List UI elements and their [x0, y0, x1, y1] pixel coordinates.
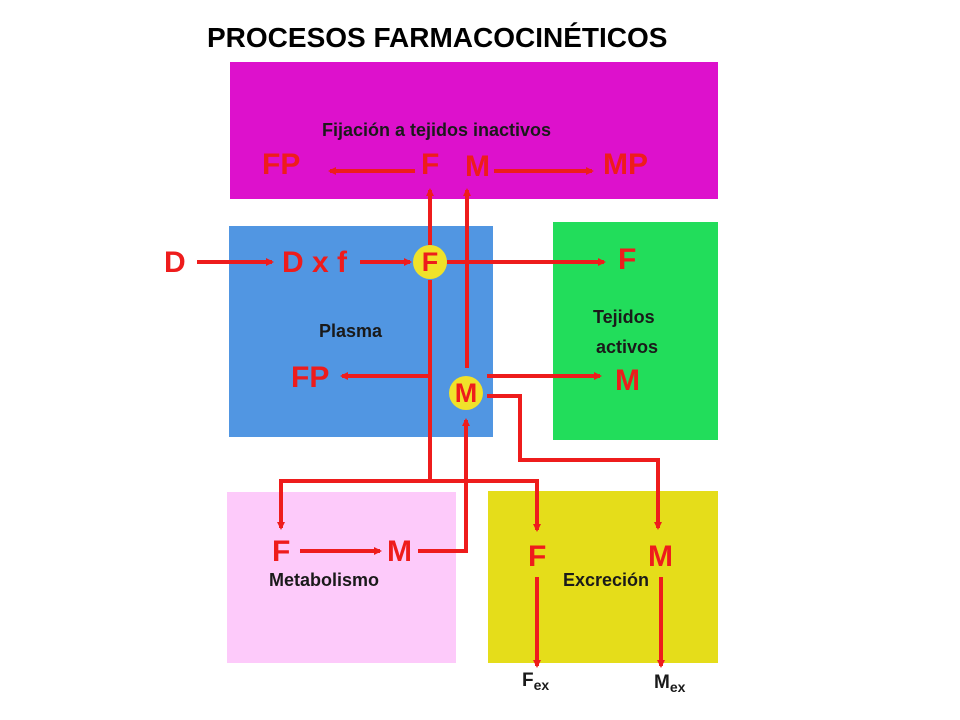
metabolism-box [227, 492, 456, 663]
f-excreted-main: F [522, 670, 534, 691]
active-tissue-box [553, 222, 718, 440]
plasma-label: Plasma [319, 321, 383, 341]
f-excreted-sub: ex [533, 677, 550, 693]
arrow-down-icon [487, 394, 662, 530]
metabolism-f-label: F [272, 535, 291, 568]
m-excreted-label: Mex [654, 672, 685, 695]
metabolism-m-label: M [387, 535, 412, 568]
active-tissue-label-line2: activos [596, 337, 659, 357]
active-tissue-m-label: M [615, 364, 640, 397]
excretion-box [488, 491, 718, 663]
inactive-fp-label: FP [262, 148, 301, 181]
metabolite-node: M [449, 376, 483, 410]
plasma-fp-label: FP [291, 361, 330, 394]
dose-factor-label: D x f [282, 246, 348, 279]
inactive-mp-label: MP [603, 148, 648, 181]
m-excreted-main: M [654, 672, 670, 693]
active-tissue-label-line1: Tejidos [593, 307, 655, 327]
inactive-tissue-box [230, 62, 718, 199]
inactive-f-label: F [421, 148, 440, 181]
inactive-m-label: M [465, 150, 490, 183]
excretion-f-label: F [528, 540, 547, 573]
arrow-up-icon [418, 418, 470, 553]
metabolism-label: Metabolismo [269, 570, 380, 590]
m-excreted-sub: ex [669, 679, 686, 695]
active-tissue-f-label: F [618, 243, 637, 276]
inactive-tissue-label: Fijación a tejidos inactivos [322, 120, 552, 140]
free-drug-node: F [413, 245, 447, 279]
page-title: PROCESOS FARMACOCINÉTICOS [207, 22, 668, 53]
dose-label: D [164, 246, 186, 279]
arrow-down-icon [277, 479, 430, 530]
arrow-down-icon [430, 479, 541, 532]
excretion-m-label: M [648, 540, 673, 573]
excretion-label: Excreción [563, 570, 650, 590]
f-excreted-label: Fex [522, 670, 549, 693]
